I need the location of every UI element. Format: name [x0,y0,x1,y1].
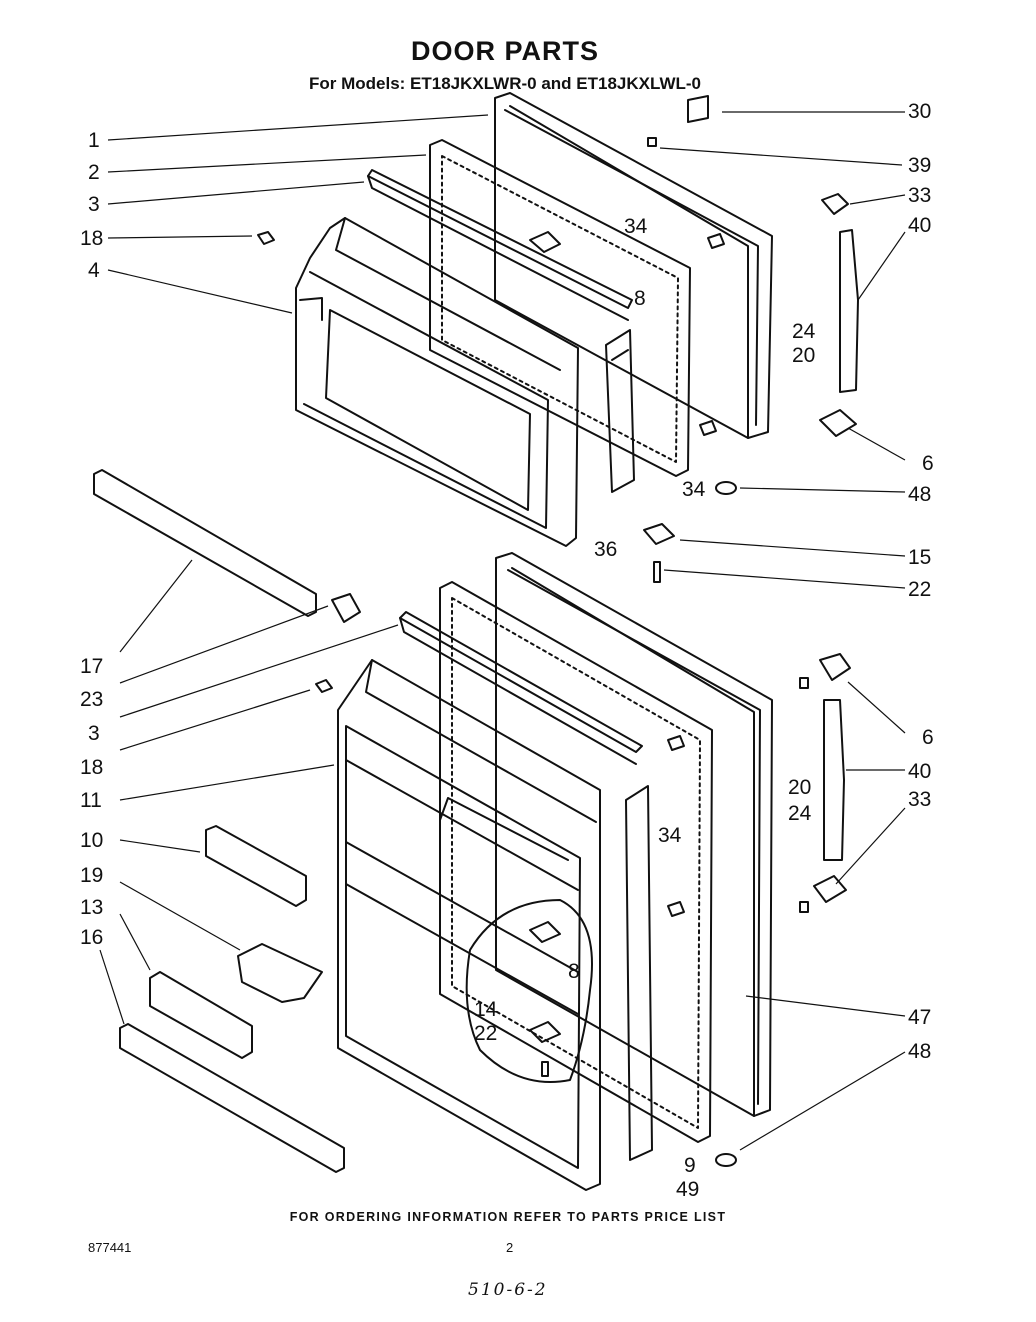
callout-3b: 3 [88,722,100,745]
callout-19: 19 [80,864,103,887]
callout-6b: 6 [922,726,934,749]
callout-40b: 40 [908,760,931,783]
callout-15: 15 [908,546,931,569]
fresh-food-handle-parts [315,653,851,1167]
callout-40: 40 [908,214,931,237]
callout-14: 14 [474,998,498,1021]
fresh-food-hinge-trim [625,785,653,1161]
callout-labels: 1 2 3 18 4 17 23 3 18 11 10 19 13 16 30 … [80,100,934,1201]
callout-8b: 8 [568,960,580,983]
callout-39: 39 [908,154,931,177]
callout-34b: 34 [682,478,706,501]
freezer-cam-bracket [529,231,561,253]
callout-34: 34 [624,215,648,238]
callout-30: 30 [908,100,931,123]
callout-1: 1 [88,129,100,152]
callout-22: 22 [908,578,931,601]
callout-11: 11 [80,789,102,812]
callout-47: 47 [908,1006,931,1029]
callout-9: 9 [684,1154,696,1177]
page-number: 2 [506,1240,514,1255]
freezer-door-gasket [429,139,691,477]
callout-18: 18 [80,227,103,250]
callout-33b: 33 [908,788,931,811]
callout-10: 10 [80,829,103,852]
callout-20: 20 [792,344,815,367]
freezer-breaker-strip [367,169,633,321]
callout-48: 48 [908,483,931,506]
fresh-food-door-outer-panel [495,552,773,1117]
document-number: 877441 [88,1240,132,1255]
callout-34c: 34 [658,824,682,847]
callout-13: 13 [80,896,103,919]
callout-22b: 22 [474,1022,497,1045]
fresh-food-door-gasket [439,581,713,1143]
freezer-door-liner [295,217,579,547]
freezer-small-parts [257,231,737,583]
leader-lines [99,111,906,1151]
callout-36: 36 [594,538,617,561]
callout-3: 3 [88,193,100,216]
fresh-food-bins [119,825,345,1173]
callout-24b: 24 [788,802,812,825]
callout-17: 17 [80,655,103,678]
callout-2: 2 [88,161,100,184]
detail-callout-balloon [465,899,593,1083]
callout-49: 49 [676,1178,699,1201]
freezer-door-hinge-trim [605,329,635,493]
callout-4: 4 [88,259,100,282]
freezer-door-outer-panel [494,92,773,439]
callout-16: 16 [80,926,103,949]
callout-48b: 48 [908,1040,931,1063]
freezer-handle-parts [647,95,859,437]
page-title: DOOR PARTS [410,36,599,66]
fresh-food-breaker-strip [399,611,643,765]
callout-33: 33 [908,184,931,207]
freezer-shelf-trim [93,469,361,623]
callout-24: 24 [792,320,816,343]
handwritten-note: 510-6-2 [468,1280,548,1300]
callout-6: 6 [922,452,934,475]
callout-20b: 20 [788,776,811,799]
callout-18b: 18 [80,756,103,779]
ordering-info-footer: FOR ORDERING INFORMATION REFER TO PARTS … [289,1210,727,1224]
model-subtitle: For Models: ET18JKXLWR-0 and ET18JKXLWL-… [308,74,701,93]
fresh-food-door-liner [337,659,601,1191]
callout-8: 8 [634,287,646,310]
callout-23: 23 [80,688,103,711]
